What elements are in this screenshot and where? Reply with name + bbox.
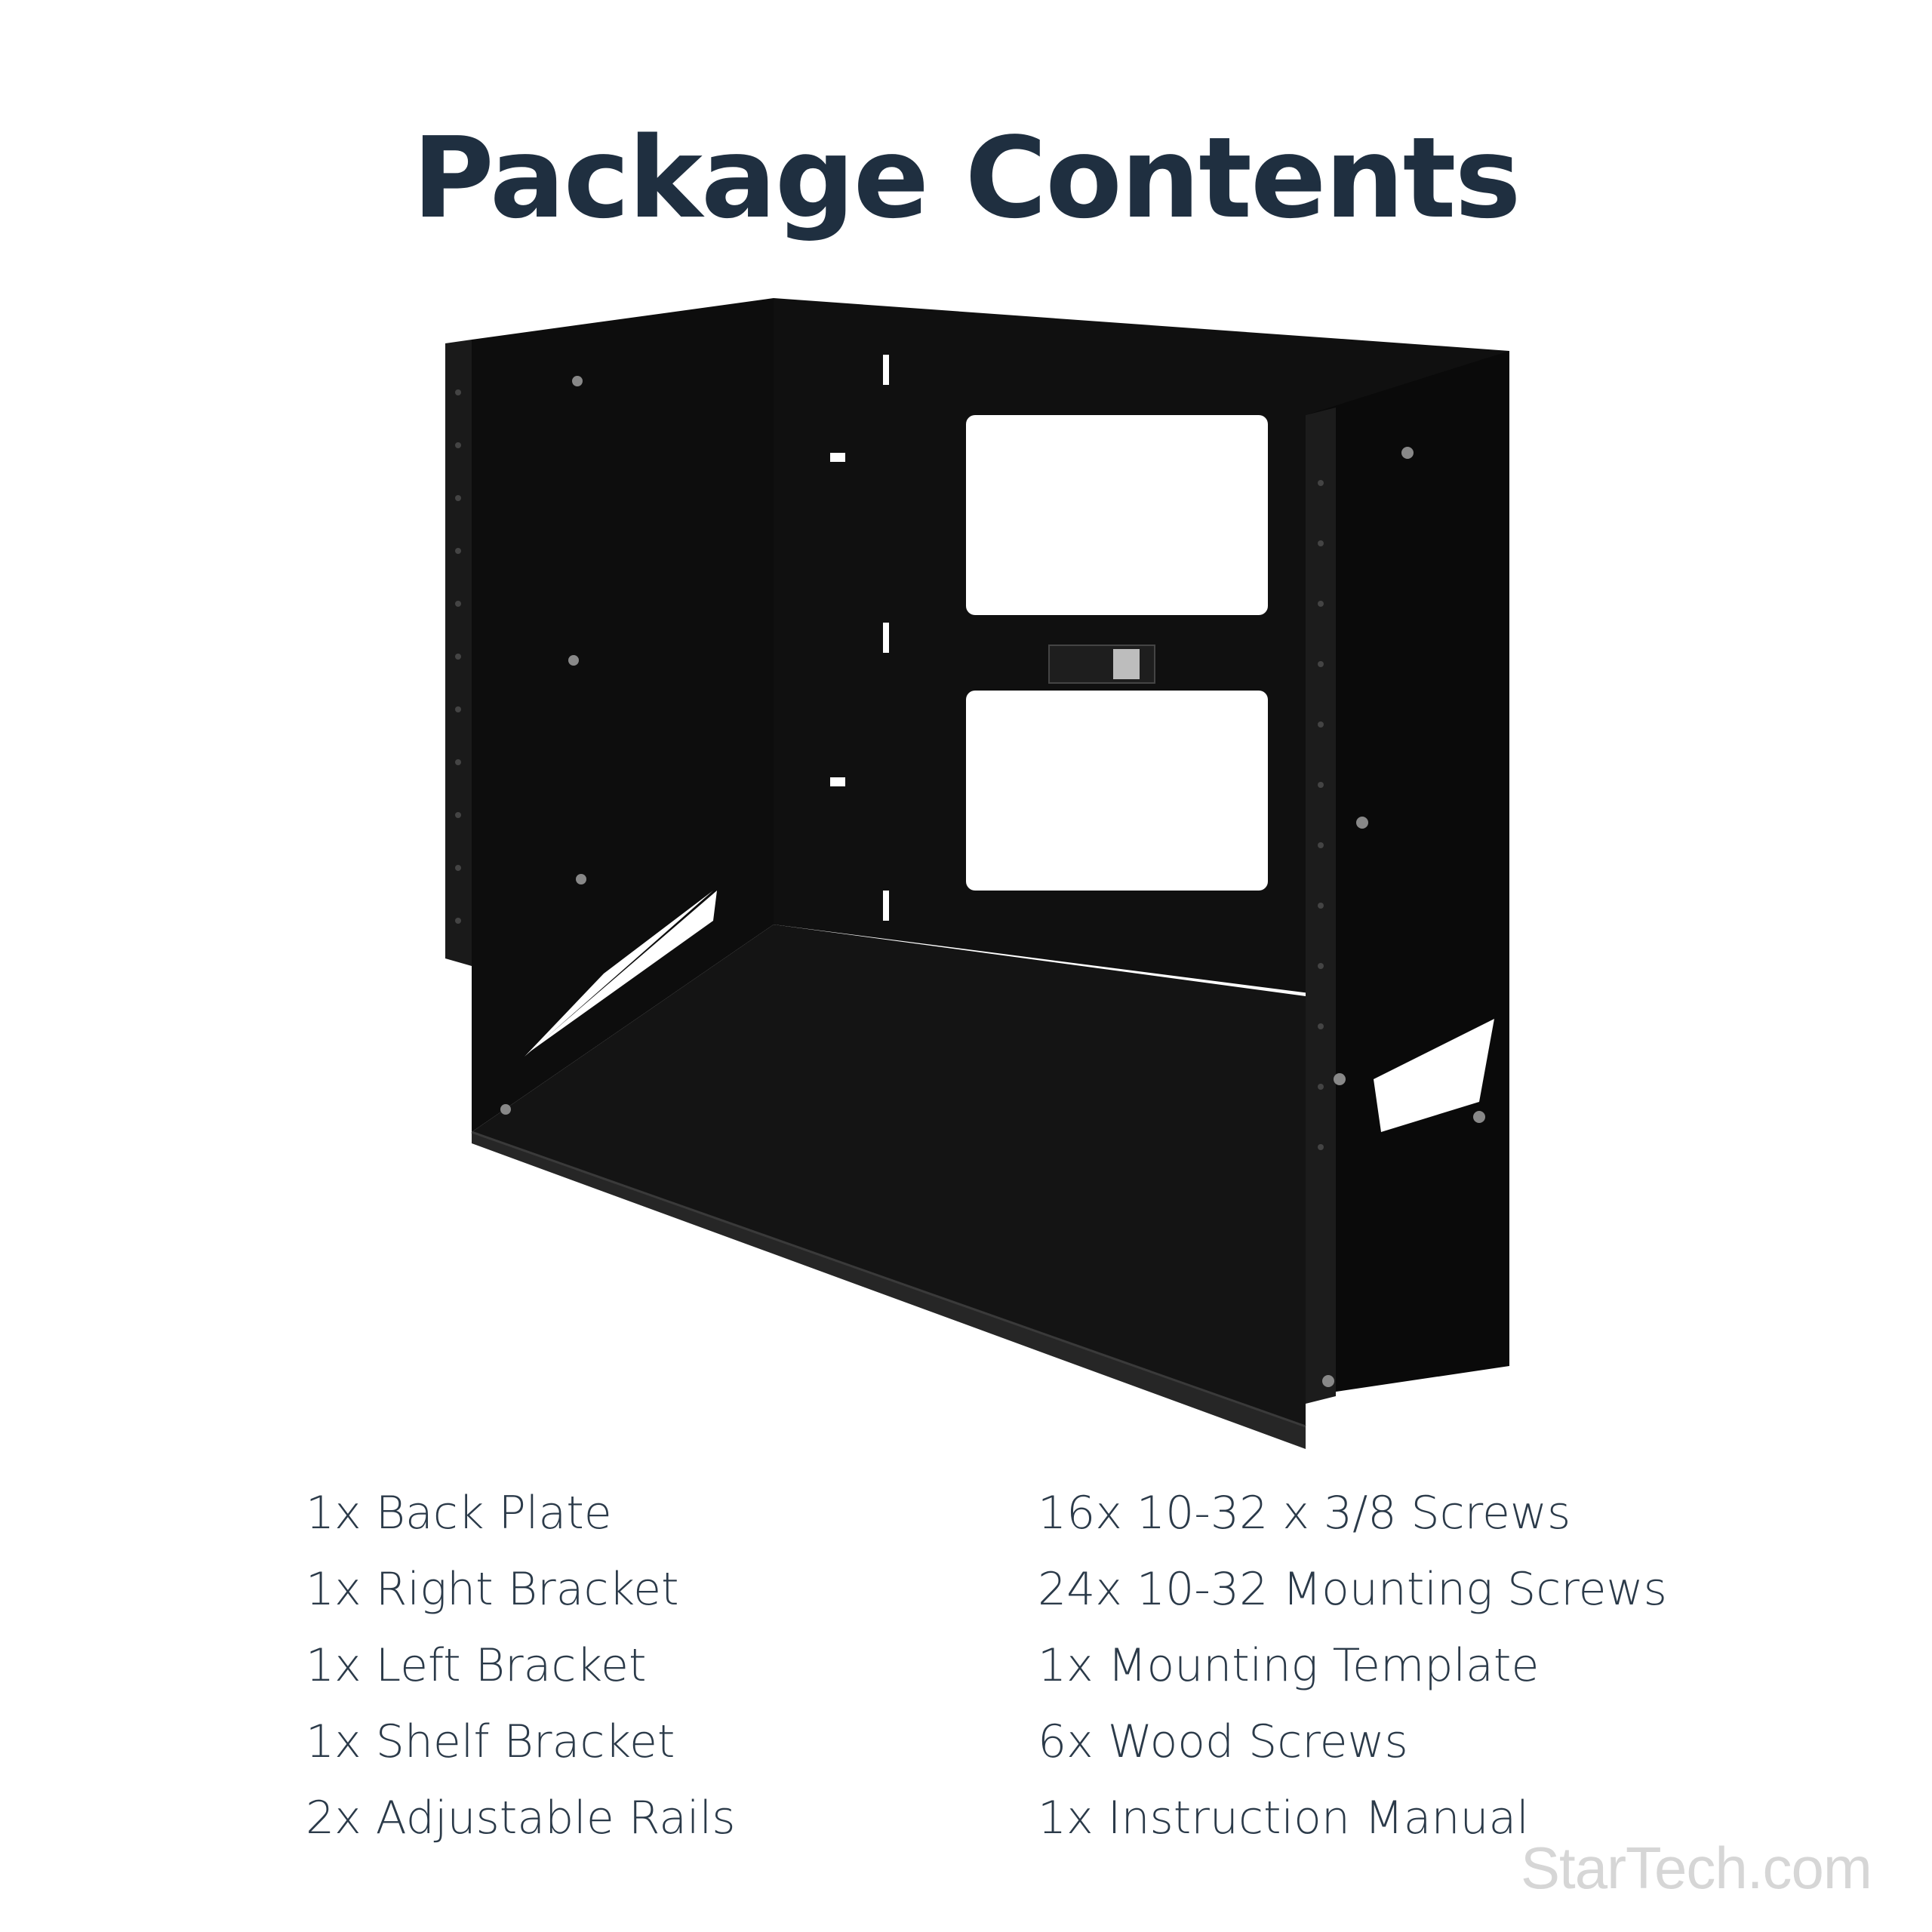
contents-right-column: 16x 10-32 x 3/8 Screws 24x 10-32 Mountin… xyxy=(1038,1475,1667,1857)
list-item: 1x Right Bracket xyxy=(306,1563,679,1616)
page-title: Package Contents xyxy=(412,113,1521,243)
list-item: 6x Wood Screws xyxy=(1038,1715,1408,1768)
list-item: 2x Adjustable Rails xyxy=(306,1792,736,1844)
list-item: 24x 10-32 Mounting Screws xyxy=(1038,1563,1667,1616)
contents-left-column: 1x Back Plate 1x Right Bracket 1x Left B… xyxy=(306,1475,736,1857)
wall-mount-rack-image xyxy=(438,294,1540,1457)
list-item: 1x Left Bracket xyxy=(306,1639,647,1692)
rack-illustration xyxy=(445,298,1509,1449)
list-item: 1x Back Plate xyxy=(306,1487,612,1540)
list-item: 1x Shelf Bracket xyxy=(306,1715,675,1768)
list-item: 1x Mounting Template xyxy=(1038,1639,1540,1692)
list-item: 16x 10-32 x 3/8 Screws xyxy=(1038,1487,1571,1540)
startech-logo-watermark: StarTech.com xyxy=(1521,1835,1872,1901)
list-item: 1x Instruction Manual xyxy=(1038,1792,1529,1844)
